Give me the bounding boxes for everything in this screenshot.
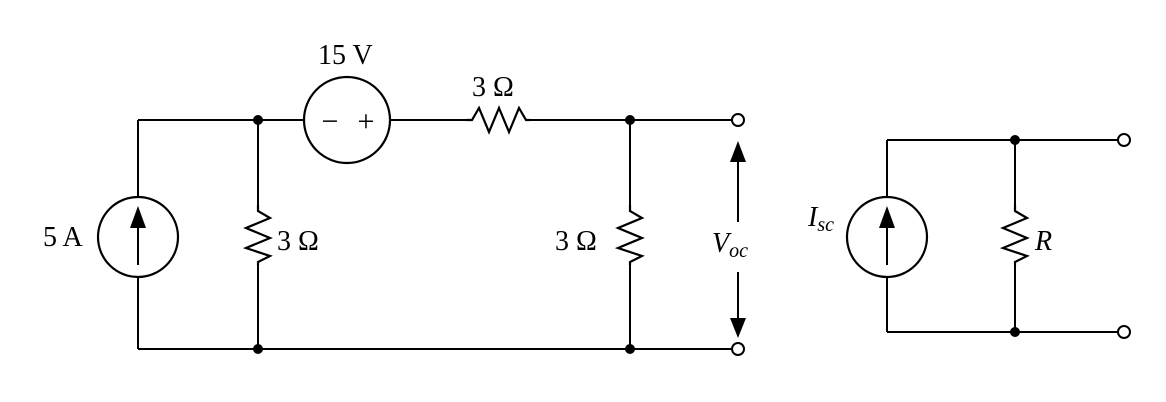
- voltage-source-label: 15 V: [318, 40, 373, 71]
- isc-label: Isc: [807, 202, 834, 236]
- series-resistor: [466, 105, 530, 135]
- plus-sign-icon: +: [358, 105, 375, 138]
- norton-resistor: [999, 205, 1030, 265]
- current-source-label: 5 A: [43, 222, 83, 253]
- norton-terminal-top: [1117, 133, 1131, 147]
- voc-label: Voc: [712, 228, 748, 262]
- norton-circuit-wires: [886, 139, 1120, 333]
- up-arrow-icon: [730, 141, 746, 162]
- terminal-top: [731, 113, 745, 127]
- junction-dot: [253, 115, 263, 125]
- minus-sign-icon: −: [322, 105, 339, 138]
- junction-dot: [1010, 327, 1020, 337]
- norton-terminal-bottom: [1117, 325, 1131, 339]
- up-arrow-icon: [130, 206, 146, 228]
- junction-dot: [625, 344, 635, 354]
- norton-resistor-label: R: [1034, 226, 1052, 257]
- up-arrow-icon: [879, 206, 895, 228]
- junction-dot: [1010, 135, 1020, 145]
- left-circuit-wires: [137, 119, 732, 350]
- voltage-source-15v: − +: [302, 75, 392, 165]
- shunt-resistor-right-label: 3 Ω: [555, 226, 597, 257]
- down-arrow-icon: [730, 318, 746, 338]
- junction-dot: [253, 344, 263, 354]
- voltage-source-circle: [302, 75, 392, 165]
- norton-current-source: [845, 195, 929, 279]
- current-source-5a: [96, 195, 180, 279]
- series-resistor-label: 3 Ω: [472, 72, 514, 103]
- shunt-resistor-right: [614, 205, 645, 265]
- terminal-bottom: [731, 342, 745, 356]
- junction-dot: [625, 115, 635, 125]
- shunt-resistor-left-label: 3 Ω: [277, 226, 319, 257]
- voc-indicator: [730, 141, 746, 338]
- shunt-resistor-left: [242, 205, 273, 265]
